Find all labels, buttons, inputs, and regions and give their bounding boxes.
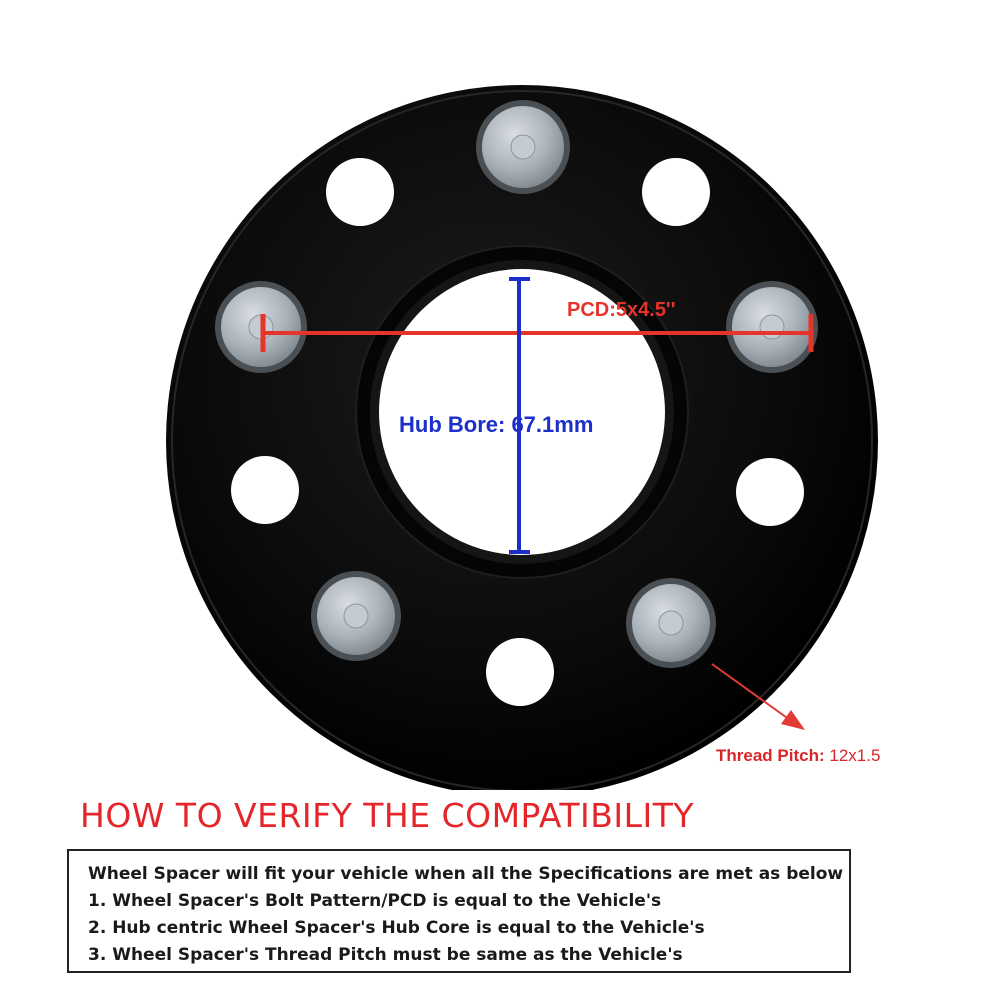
hub-bore-label: Hub Bore: 67.1mm xyxy=(399,412,594,437)
lug-stud xyxy=(726,281,818,373)
spec-line-pcd: 1. Wheel Spacer's Bolt Pattern/PCD is eq… xyxy=(88,891,662,911)
bolt-hole xyxy=(231,456,299,524)
spec-line-thread-pitch: 3. Wheel Spacer's Thread Pitch must be s… xyxy=(88,945,683,965)
lug-stud xyxy=(476,100,570,194)
bolt-hole xyxy=(326,158,394,226)
compatibility-spec-box: Wheel Spacer will fit your vehicle when … xyxy=(67,849,851,973)
thread-pitch-value: 12x1.5 xyxy=(829,746,881,765)
spec-intro-line: Wheel Spacer will fit your vehicle when … xyxy=(88,864,844,884)
thread-pitch-label: Thread Pitch: 12x1.5 xyxy=(716,746,880,766)
lug-stud xyxy=(311,571,401,661)
spec-line-hub-core: 2. Hub centric Wheel Spacer's Hub Core i… xyxy=(88,918,705,938)
bolt-hole xyxy=(736,458,804,526)
pcd-measure-line xyxy=(260,314,814,352)
bolt-holes xyxy=(231,158,804,706)
pcd-label: PCD:5x4.5'' xyxy=(567,299,676,321)
hub-bore-hole xyxy=(379,269,665,555)
compatibility-heading: HOW TO VERIFY THE COMPATIBILITY xyxy=(80,796,695,835)
thread-pitch-arrow xyxy=(711,663,805,730)
hub-bore-measure-line xyxy=(509,277,530,554)
lug-stud xyxy=(626,578,716,668)
bolt-hole xyxy=(486,638,554,706)
spacer-disc-rim xyxy=(171,90,873,790)
thread-pitch-caption: Thread Pitch: xyxy=(716,746,830,765)
bolt-hole xyxy=(642,158,710,226)
wheel-spacer-photo xyxy=(166,85,878,790)
lug-studs xyxy=(215,100,818,668)
